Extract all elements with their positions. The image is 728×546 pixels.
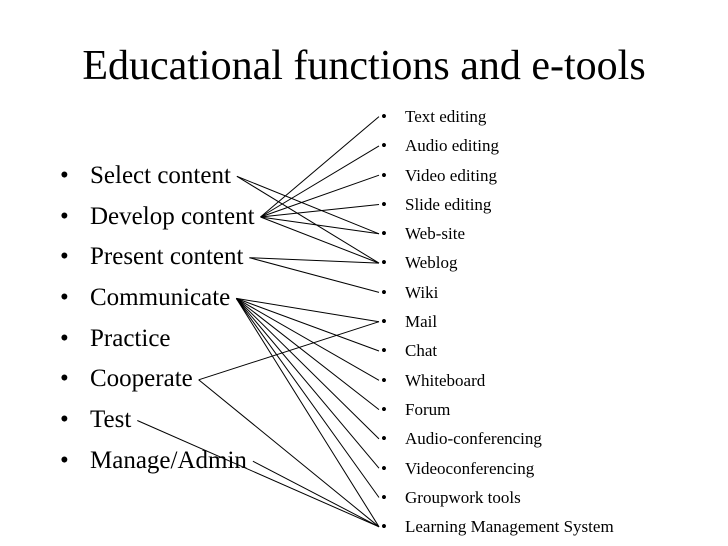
function-item-select-content: Select content [60,156,255,197]
function-item-manage-admin: Manage/Admin [60,441,255,482]
connector-line [249,257,380,293]
connector-line [198,379,380,528]
connector-line [260,145,380,218]
tool-item-text-editing: Text editing [381,102,614,132]
connector-line [260,174,380,218]
functions-list: Select content Develop content Present c… [60,156,255,482]
tool-item-web-site: Web-site [381,219,614,249]
tool-item-forum: Forum [381,395,614,425]
connector-line [260,204,380,218]
tools-list: Text editing Audio editing Video editing… [381,102,614,542]
connector-line [236,297,380,323]
tool-item-wiki: Wiki [381,278,614,308]
tool-item-whiteboard: Whiteboard [381,366,614,396]
connector-line [235,298,380,498]
connector-line [260,116,380,218]
tool-item-weblog: Weblog [381,248,614,278]
slide-title: Educational functions and e-tools [82,43,646,89]
tool-item-audio-conferencing: Audio-conferencing [381,424,614,454]
connector-line [235,298,380,528]
function-item-test: Test [60,400,255,441]
tool-item-slide-editing: Slide editing [381,190,614,220]
tool-item-groupwork-tools: Groupwork tools [381,483,614,513]
connector-line [235,298,380,410]
function-item-practice: Practice [60,319,255,360]
function-item-develop-content: Develop content [60,197,255,238]
connector-line [260,216,380,264]
tool-item-learning-management-system: Learning Management System [381,512,614,542]
connector-line [235,298,380,440]
tool-item-audio-editing: Audio editing [381,131,614,161]
connector-line [260,216,380,235]
connector-line [198,321,380,381]
tool-item-mail: Mail [381,307,614,337]
function-item-present-content: Present content [60,237,255,278]
connector-line [235,298,380,469]
tool-item-chat: Chat [381,336,614,366]
connector-line [249,257,380,264]
function-item-cooperate: Cooperate [60,359,255,400]
tool-item-videoconferencing: Videoconferencing [381,454,614,484]
function-item-communicate: Communicate [60,278,255,319]
tool-item-video-editing: Video editing [381,161,614,191]
connector-line [236,175,380,235]
connector-line [236,297,380,352]
connector-line [252,460,380,528]
connector-line [236,175,380,264]
connector-line [236,297,380,381]
connector-line [137,420,380,528]
